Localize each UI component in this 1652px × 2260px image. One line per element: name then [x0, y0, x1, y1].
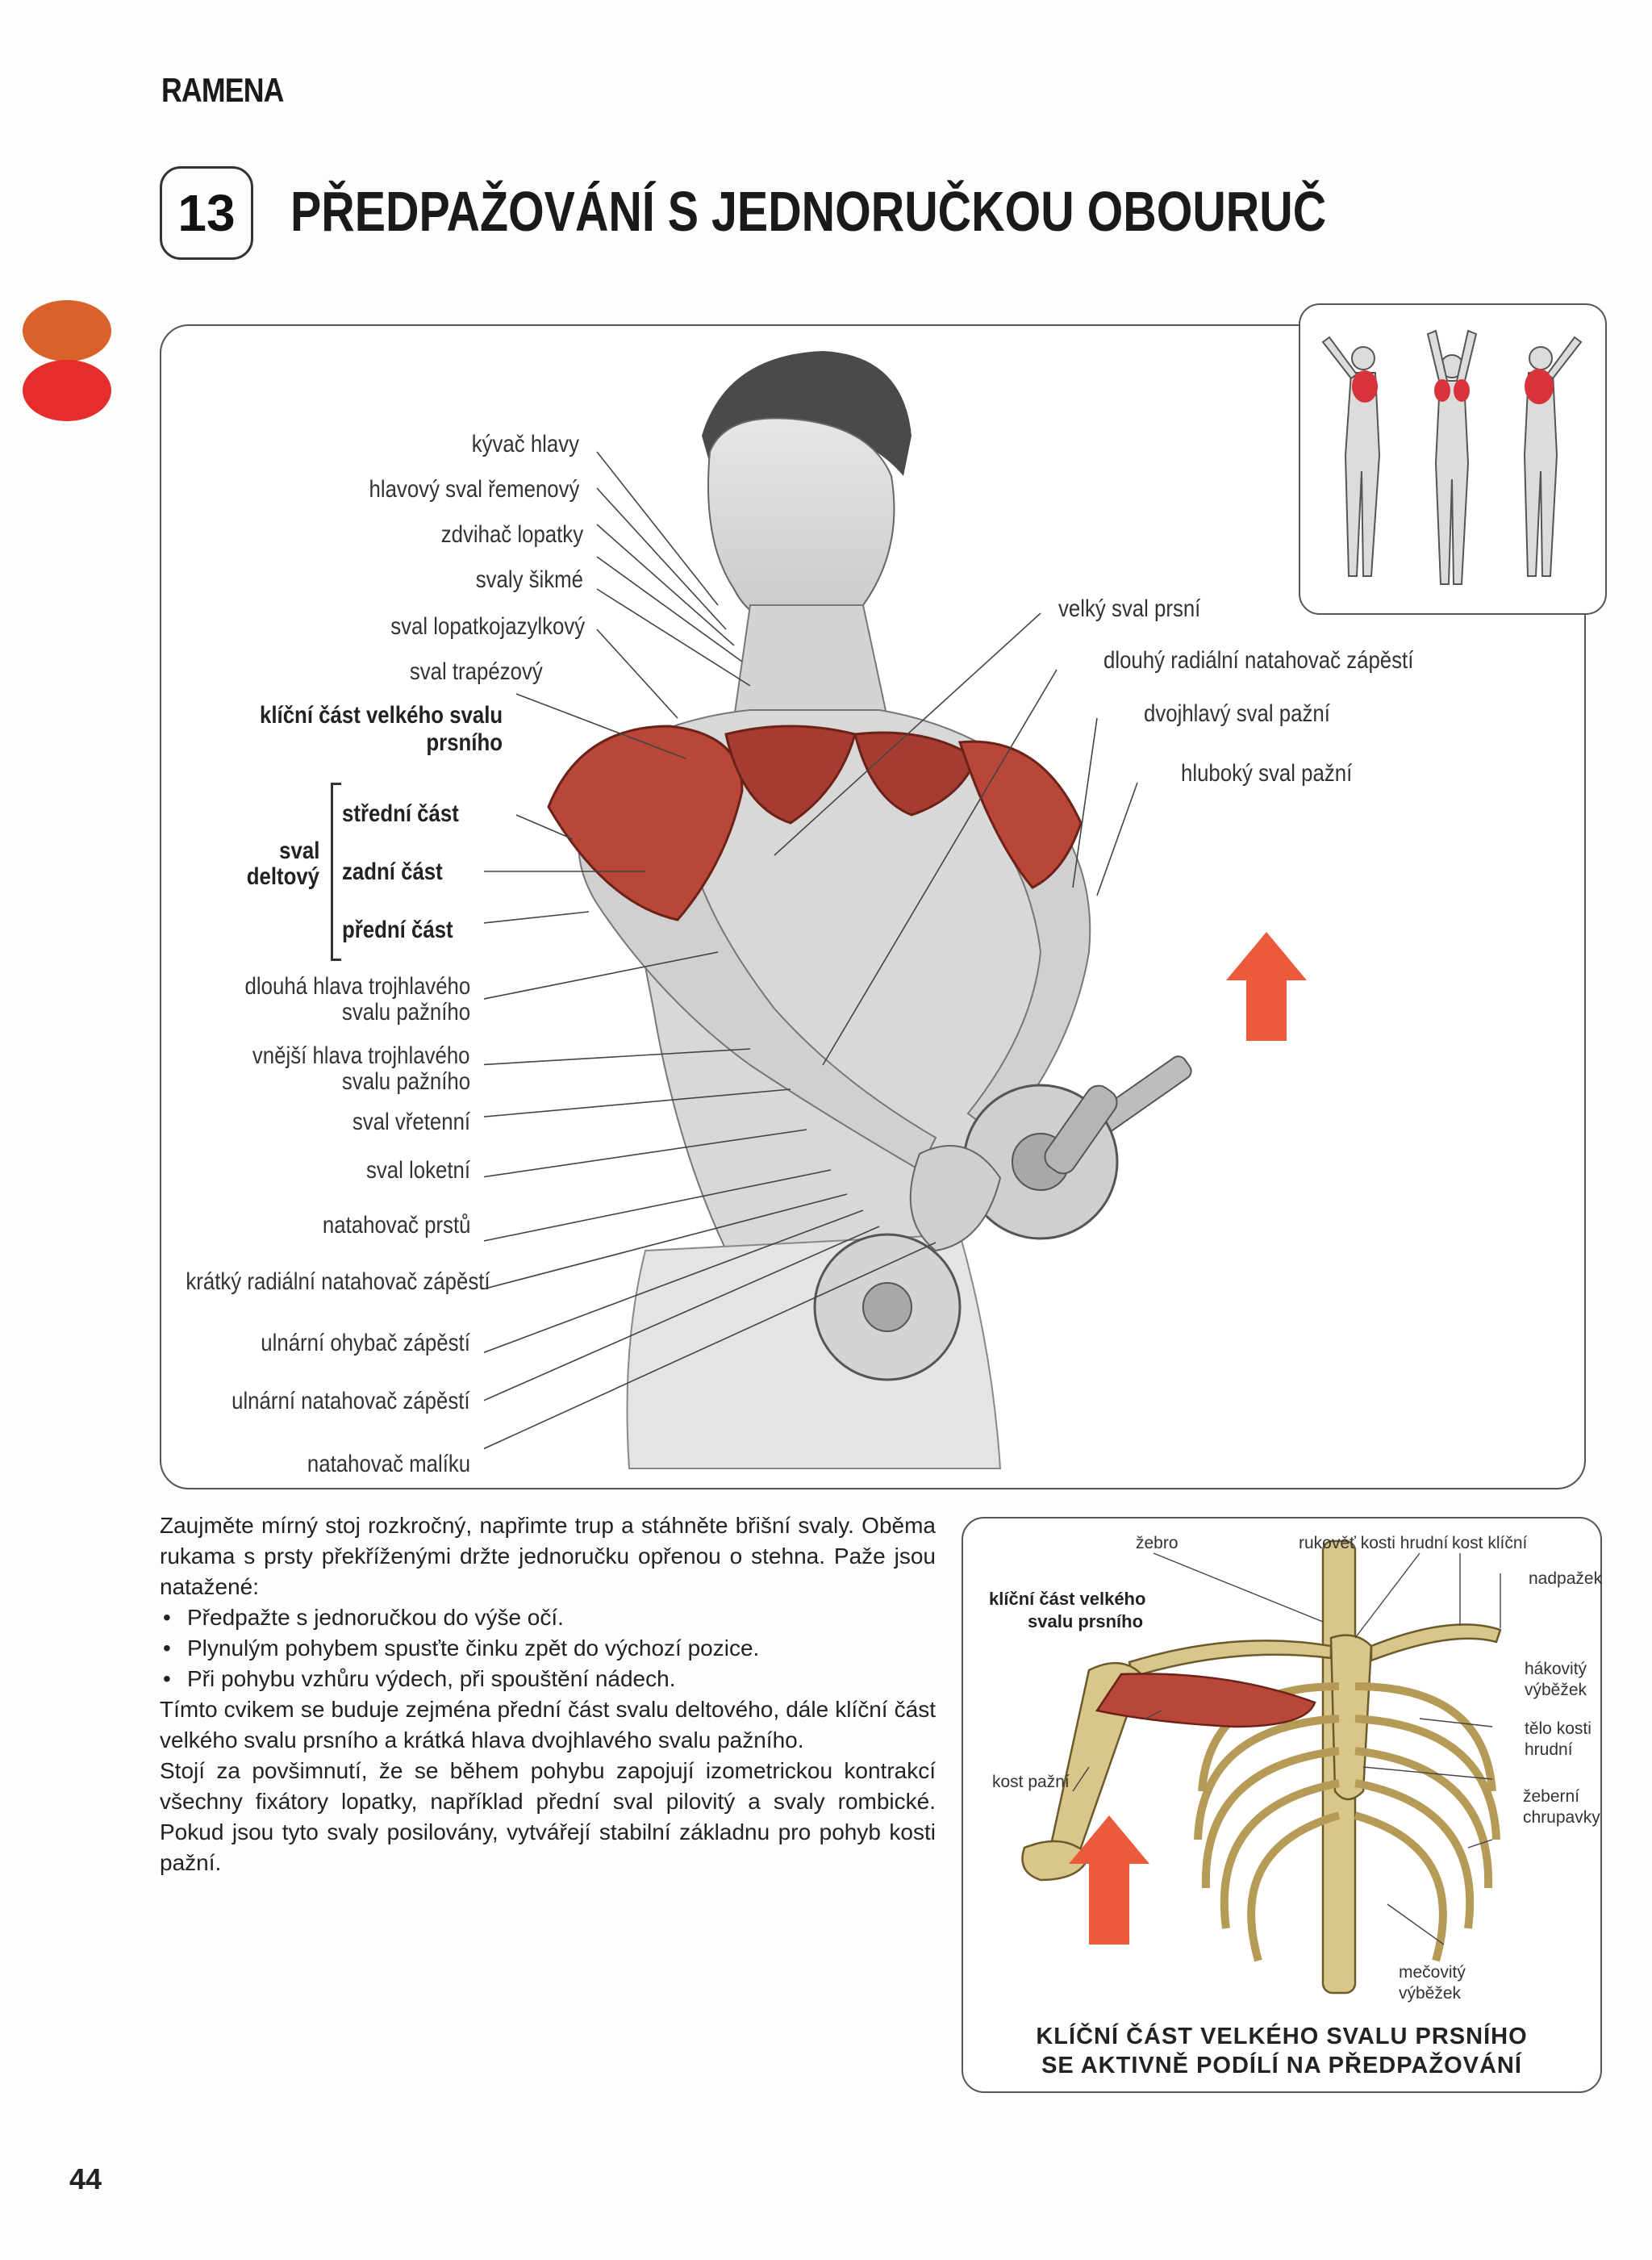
inset-label-kost-pazni: kost pažní: [992, 1773, 1070, 1791]
step-1: Předpažte s jednoručkou do výše očí.: [160, 1602, 936, 1633]
inset-label-klicni-cast-2: svalu prsního: [1028, 1611, 1144, 1631]
inset-label-telo-1: tělo kosti: [1525, 1719, 1592, 1738]
inset-label-hakovity-1: hákovitý: [1525, 1660, 1587, 1678]
step-2: Plynulým pohybem spusťte činku zpět do v…: [160, 1633, 936, 1664]
inset-arrow-up-icon: [1069, 1815, 1149, 1945]
inset-caption: KLÍČNÍ ČÁST VELKÉHO SVALU PRSNÍHO SE AKT…: [962, 2022, 1602, 2080]
hands-shape: [909, 1145, 1002, 1252]
label-sval: sval: [278, 838, 319, 864]
label-zdvihac-lopatky: zdvihač lopatky: [440, 521, 583, 548]
inset-label-klicni-cast-1: klíční část velkého: [989, 1589, 1146, 1609]
label-hluboky-sval: hluboký sval pažní: [1181, 760, 1353, 787]
inset-label-hakovity-2: výběžek: [1525, 1681, 1587, 1699]
label-hlavovy-sval: hlavový sval řemenový: [369, 476, 579, 503]
left-deltoid-muscle: [957, 740, 1083, 889]
label-kratky-radialni: krátký radiální natahovač zápěstí: [186, 1268, 490, 1295]
label-natahovac-maliku: natahovač malíku: [307, 1451, 470, 1477]
difficulty-dot-orange: [23, 300, 111, 361]
instructions-paragraph-3: Stojí za povšimnutí, že se během pohybu …: [160, 1758, 936, 1875]
label-klicni-cast-2: prsního: [426, 729, 503, 756]
dumbbell-shape: [813, 1055, 1192, 1381]
inset-label-nadpazek: nadpažek: [1529, 1569, 1603, 1588]
label-sval-vretenni: sval vřetenní: [352, 1109, 470, 1135]
inset-label-zebro: žebro: [1136, 1534, 1179, 1552]
exercise-title: PŘEDPAŽOVÁNÍ S JEDNORUČKOU OBOURUČ: [290, 180, 1327, 243]
step-3: Při pohybu vzhůru výdech, při spouštění …: [160, 1664, 936, 1694]
head-shape: [707, 417, 895, 632]
inset-label-zeberni-1: žeberní: [1523, 1787, 1580, 1806]
inset-label-zeberni-2: chrupavky: [1523, 1808, 1600, 1827]
inset-caption-line-2: SE AKTIVNĚ PODÍLÍ NA PŘEDPAŽOVÁNÍ: [1041, 2053, 1522, 2078]
inset-label-rukovet: rukověť kosti hrudní: [1299, 1534, 1449, 1552]
inset-label-kost-klicni: kost klíční: [1452, 1534, 1528, 1552]
instructions-text: Zaujměte mírný stoj rozkročný, napřimte …: [160, 1510, 936, 1878]
label-vnejsi-hlava-1: vnější hlava trojhlavého: [252, 1042, 470, 1069]
label-klicni-cast-1: klíční část velkého svalu: [259, 702, 503, 729]
main-anatomy-illustration: [484, 351, 1307, 1469]
label-natahovac-prstu: natahovač prstů: [322, 1212, 470, 1239]
label-dlouha-hlava-2: svalu pažního: [341, 999, 470, 1026]
label-dlouha-hlava-1: dlouhá hlava trojhlavého: [244, 973, 470, 1000]
inset-caption-line-1: KLÍČNÍ ČÁST VELKÉHO SVALU PRSNÍHO: [1036, 2024, 1528, 2049]
label-svaly-sikme: svaly šikmé: [475, 566, 583, 593]
label-ulnarni-natahovac: ulnární natahovač zápěstí: [232, 1388, 470, 1414]
right-clavicular-pectoral-muscle: [724, 725, 857, 825]
inset-skeleton-illustration: [1021, 1539, 1502, 1995]
label-kyvac-hlavy: kývač hlavy: [471, 431, 579, 457]
label-ulnarni-ohybac: ulnární ohybač zápěstí: [261, 1330, 470, 1356]
instructions-paragraph-2: Tímto cvikem se buduje zejména přední čá…: [160, 1697, 936, 1752]
deltoid-bracket: [331, 783, 341, 961]
section-title: RAMENA: [161, 71, 284, 109]
page-number: 44: [69, 2162, 102, 2195]
label-sval-trapezovy: sval trapézový: [410, 658, 543, 685]
inset-label-mecovity-2: výběžek: [1399, 1984, 1462, 2003]
label-vnejsi-hlava-2: svalu pažního: [341, 1068, 470, 1095]
neck-shape: [732, 604, 889, 719]
arrow-up-icon: [1226, 932, 1307, 1041]
label-stredni-cast: střední část: [342, 800, 459, 827]
label-dvojhlavy-sval: dvojhlavý sval pažní: [1144, 700, 1330, 727]
difficulty-dot-red: [23, 360, 111, 421]
label-sval-loketni: sval loketní: [365, 1157, 470, 1184]
label-predni-cast: přední část: [342, 917, 453, 943]
thumbnail-figures-illustration: [1321, 329, 1583, 585]
instructions-steps: Předpažte s jednoručkou do výše očí. Ply…: [160, 1602, 936, 1694]
label-sval-lopatkojazylkovy: sval lopatkojazylkový: [390, 613, 585, 640]
label-dlouhy-radialni: dlouhý radiální natahovač zápěstí: [1103, 647, 1414, 674]
left-clavicular-pectoral-muscle: [853, 731, 978, 817]
inset-label-mecovity-1: mečovitý: [1399, 1963, 1466, 1982]
label-deltovy: deltový: [246, 863, 319, 890]
label-velky-sval-prsni: velký sval prsní: [1058, 595, 1201, 622]
leader-lines: [484, 451, 1138, 1450]
inset-pectoral-muscle: [1095, 1673, 1316, 1728]
label-zadni-cast: zadní část: [342, 858, 443, 885]
inset-label-telo-2: hrudní: [1525, 1740, 1573, 1759]
instructions-intro: Zaujměte mírný stoj rozkročný, napřimte …: [160, 1513, 936, 1599]
exercise-number-badge: 13: [160, 166, 253, 260]
